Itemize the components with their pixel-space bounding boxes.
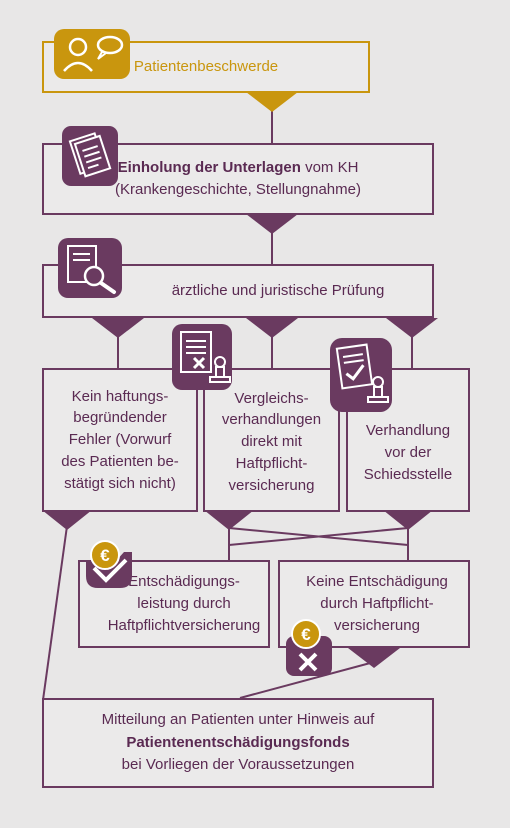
complaint-label: Patientenbeschwerde: [133, 58, 279, 76]
euro-check-icon: €: [86, 540, 132, 588]
notice-line3: bei Vorliegen der Voraussetzungen: [121, 756, 355, 774]
arbitration-label: Verhandlung vor der Schiedsstelle: [363, 422, 453, 483]
settlement-label: Vergleichs- verhandlungen direkt mit Haf…: [221, 389, 322, 494]
notice-box: Mitteilung an Patienten unter Hinweis au…: [42, 698, 434, 788]
review-label: ärztliche und juristische Prüfung: [171, 282, 385, 300]
arrow-head: [204, 510, 254, 530]
arrow-head: [92, 318, 144, 338]
documents-rest: vom KH: [300, 159, 359, 177]
euro-symbol: €: [301, 625, 311, 644]
arrow-head: [246, 214, 298, 234]
no-compensation-label: Keine Entschädigung durch Haftpflicht- v…: [306, 573, 448, 634]
settlement-box: Vergleichs- verhandlungen direkt mit Haf…: [203, 368, 340, 512]
documents-line2: (Krankengeschichte, Stellungnahme): [115, 181, 361, 198]
arrow-head: [42, 510, 92, 530]
magnifier-document-icon: [58, 238, 122, 298]
euro-symbol: €: [100, 546, 110, 565]
document-stamp-reject-icon: [172, 324, 232, 390]
documents-icon: [62, 126, 118, 186]
no-fault-label: Kein haftungs- begründender Fehler (Vorw…: [61, 387, 179, 492]
arrow-head: [246, 92, 298, 112]
arrow-head: [386, 318, 438, 338]
people-speech-icon: [54, 29, 130, 79]
document-stamp-approve-icon: [330, 338, 392, 412]
documents-bold: Einholung der Unterlagen: [117, 159, 301, 177]
notice-line1: Mitteilung an Patienten unter Hinweis au…: [101, 711, 375, 729]
documents-text: Einholung der Unterlagen vom KH (Krankeng…: [115, 157, 361, 201]
notice-line2: Patientenentschädigungsfonds: [126, 733, 350, 751]
arrow-head: [383, 510, 433, 530]
no-fault-box: Kein haftungs- begründender Fehler (Vorw…: [42, 368, 198, 512]
euro-cross-icon: €: [286, 619, 332, 676]
arrow-head: [348, 648, 400, 668]
notice-text: Mitteilung an Patienten unter Hinweis au…: [102, 709, 375, 777]
arrow-head: [246, 318, 298, 338]
compensation-label: Entschädigungs- leistung durch Haftpflic…: [107, 573, 261, 634]
